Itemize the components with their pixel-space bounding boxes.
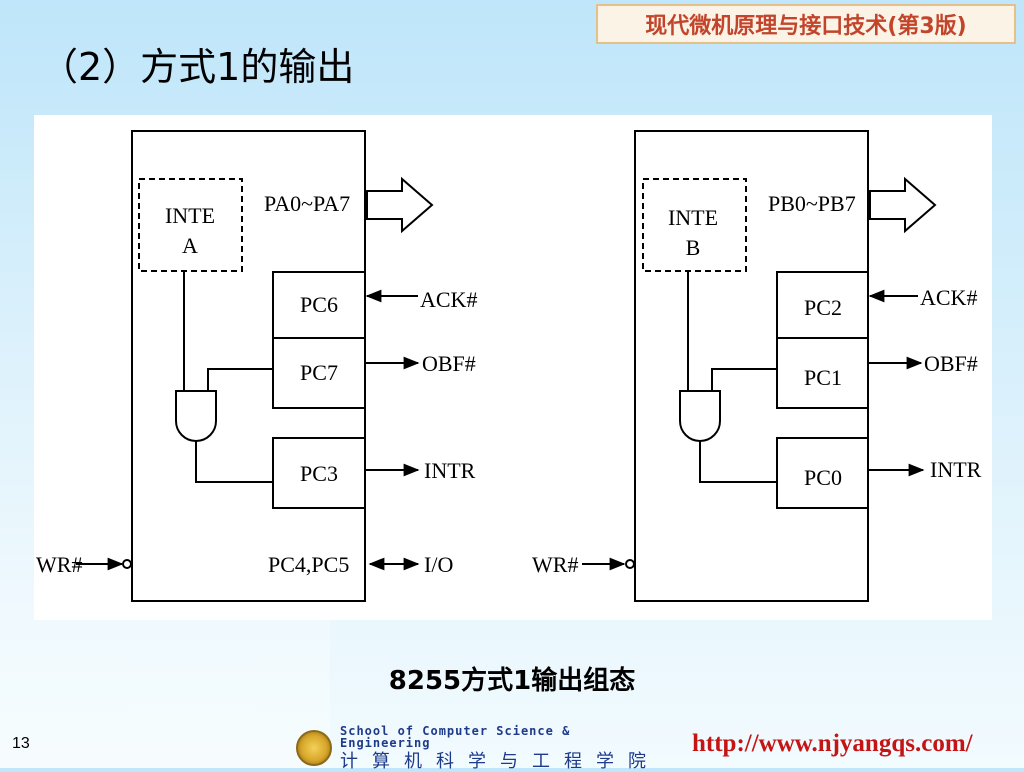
school-banner: School of Computer Science & Engineering… bbox=[296, 724, 668, 772]
wire-gate-to-pc0 bbox=[699, 441, 777, 483]
inte-b-box bbox=[642, 178, 747, 272]
intr-b-label: INTR bbox=[930, 457, 982, 482]
pc0-label: PC0 bbox=[804, 465, 842, 490]
group-b-labels: INTE B PB0~PB7 PC2 PC1 PC0 ACK# OBF# INT… bbox=[532, 191, 982, 577]
pc3-box bbox=[272, 437, 366, 509]
io-a-label: I/O bbox=[424, 552, 453, 577]
ack-a-label: ACK# bbox=[420, 287, 477, 312]
inte-a-label-line1: INTE bbox=[165, 203, 215, 228]
pc6-label: PC6 bbox=[300, 292, 338, 317]
group-a-diagram bbox=[76, 130, 434, 602]
intr-a-label: INTR bbox=[424, 458, 476, 483]
inte-b-label-line1: INTE bbox=[668, 205, 718, 230]
book-title: 现代微机原理与接口技术(第3版) bbox=[645, 14, 967, 39]
school-logo-icon bbox=[296, 730, 332, 766]
group-a-labels: INTE A PA0~PA7 PC6 PC7 PC3 PC4,PC5 ACK# … bbox=[36, 191, 477, 577]
port-a-output-arrow bbox=[366, 176, 434, 234]
pc7-box bbox=[272, 337, 366, 409]
wire-pc1-to-gate bbox=[711, 368, 777, 391]
pc1-label: PC1 bbox=[804, 365, 842, 390]
wire-pc7-to-gate bbox=[207, 368, 273, 391]
inte-a-box bbox=[138, 178, 243, 272]
inte-a-label-line2: A bbox=[182, 233, 198, 258]
port-b-label: PB0~PB7 bbox=[768, 191, 856, 216]
inte-b-label-line2: B bbox=[686, 235, 701, 260]
school-name-cn: 计算机科学与工程学院 bbox=[340, 751, 660, 772]
school-name-en: School of Computer Science & Engineering bbox=[340, 724, 571, 750]
diagram-panel: INTE A PA0~PA7 PC6 PC7 PC3 PC4,PC5 ACK# … bbox=[34, 115, 992, 620]
port-a-label: PA0~PA7 bbox=[264, 191, 350, 216]
wr-a-label: WR# bbox=[36, 552, 82, 577]
pc0-box bbox=[776, 437, 869, 509]
page-title: （2）方式1的输出 bbox=[40, 45, 355, 89]
wire-gate-to-pc3 bbox=[195, 441, 273, 483]
pc3-label: PC3 bbox=[300, 461, 338, 486]
port-b-output-arrow bbox=[869, 176, 937, 234]
pc2-label: PC2 bbox=[804, 295, 842, 320]
wr-b-bubble bbox=[625, 559, 635, 569]
diagram-caption: 8255方式1输出组态 bbox=[388, 666, 636, 696]
wr-a-bubble bbox=[122, 559, 132, 569]
book-title-box: 现代微机原理与接口技术(第3版) bbox=[596, 4, 1016, 44]
and-gate-b bbox=[679, 390, 721, 442]
page-number: 13 bbox=[12, 735, 30, 752]
pc1-box bbox=[776, 337, 869, 409]
pc7-label: PC7 bbox=[300, 360, 338, 385]
website-link[interactable]: http://www.njyangqs.com/ bbox=[692, 730, 973, 757]
ack-b-label: ACK# bbox=[920, 285, 977, 310]
mode1-output-diagram: INTE A PA0~PA7 PC6 PC7 PC3 PC4,PC5 ACK# … bbox=[36, 130, 982, 602]
obf-a-label: OBF# bbox=[422, 351, 476, 376]
and-gate-a bbox=[175, 390, 217, 442]
wr-b-label: WR# bbox=[532, 552, 578, 577]
pc45-label: PC4,PC5 bbox=[268, 552, 349, 577]
obf-b-label: OBF# bbox=[924, 351, 978, 376]
group-b-diagram bbox=[582, 130, 937, 602]
